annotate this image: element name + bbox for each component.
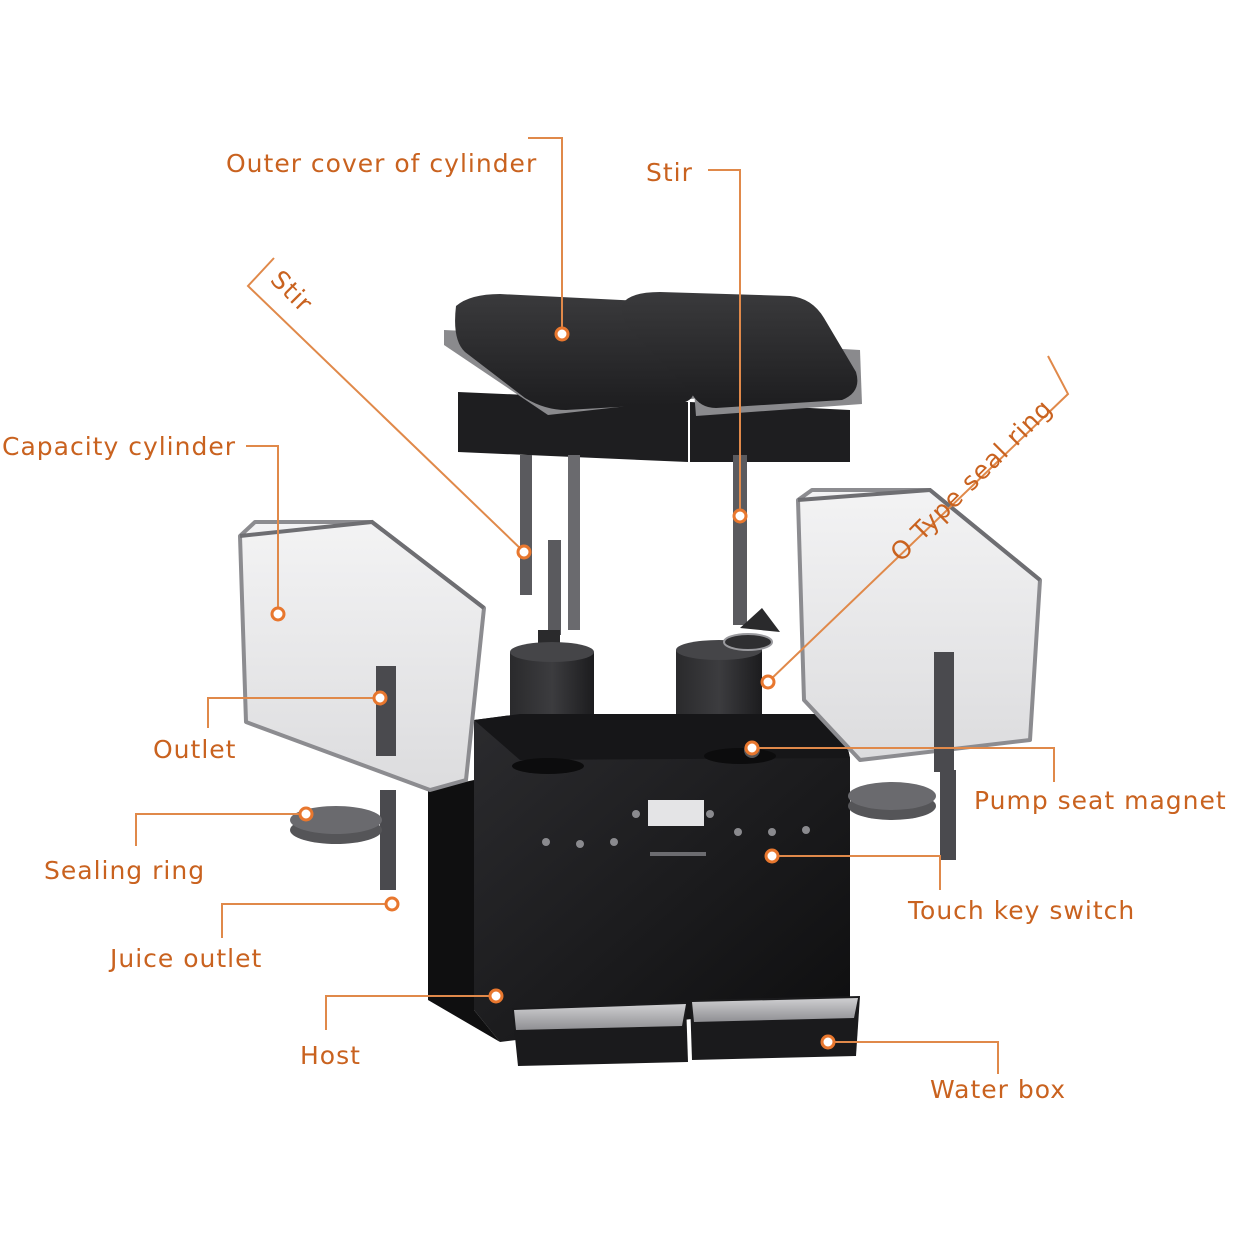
leader-line-sealing-ring <box>135 813 306 846</box>
leader-line-outlet <box>207 697 380 728</box>
label-stir-right: Stir <box>646 158 693 187</box>
label-outer-cover: Outer cover of cylinder <box>226 149 538 178</box>
marker-dot-stir-left <box>516 544 532 560</box>
stir-rod-right <box>733 455 780 632</box>
control-panel <box>542 800 810 856</box>
marker-dot-juice-outlet <box>384 896 400 912</box>
capacity-cylinder-right <box>796 487 1042 860</box>
marker-dot-outer-cover <box>554 326 570 342</box>
sealing-ring-right <box>848 782 936 820</box>
leader-line-touch-key-switch <box>772 855 941 890</box>
marker-dot-pump-seat-magnet <box>744 740 760 756</box>
leader-line-water-box <box>828 1041 999 1074</box>
marker-dot-outlet <box>372 690 388 706</box>
leader-line-o-ring <box>767 355 1070 683</box>
drip-trays <box>512 996 860 1066</box>
label-sealing-ring: Sealing ring <box>44 856 206 885</box>
label-outlet: Outlet <box>153 735 237 764</box>
marker-dot-host <box>488 988 504 1004</box>
marker-dots <box>270 326 836 1050</box>
leader-line-outer-cover <box>528 137 563 334</box>
label-touch-key-switch: Touch key switch <box>908 896 1136 925</box>
label-host: Host <box>300 1041 361 1070</box>
label-pump-seat-magnet: Pump seat magnet <box>974 786 1227 815</box>
label-juice-outlet: Juice outlet <box>110 944 263 973</box>
leader-line-host <box>325 995 496 1030</box>
label-capacity-cylinder: Capacity cylinder <box>2 432 237 461</box>
leader-lines <box>135 137 1070 1074</box>
leader-line-stir-left <box>246 257 525 553</box>
host-body <box>428 714 850 1042</box>
stir-rods-left <box>520 455 580 665</box>
leader-line-stir-right <box>708 169 741 516</box>
marker-dot-sealing-ring <box>298 806 314 822</box>
leader-line-pump-seat-magnet <box>752 747 1055 782</box>
marker-dot-capacity-cylinder <box>270 606 286 622</box>
leader-line-juice-outlet <box>221 903 392 938</box>
marker-dot-water-box <box>820 1034 836 1050</box>
marker-dot-o-ring <box>760 674 776 690</box>
marker-dot-stir-right <box>732 508 748 524</box>
marker-dot-touch-key-switch <box>764 848 780 864</box>
label-water-box: Water box <box>930 1075 1067 1104</box>
capacity-cylinder-left <box>238 519 486 890</box>
leader-line-capacity-cylinder <box>246 445 279 614</box>
